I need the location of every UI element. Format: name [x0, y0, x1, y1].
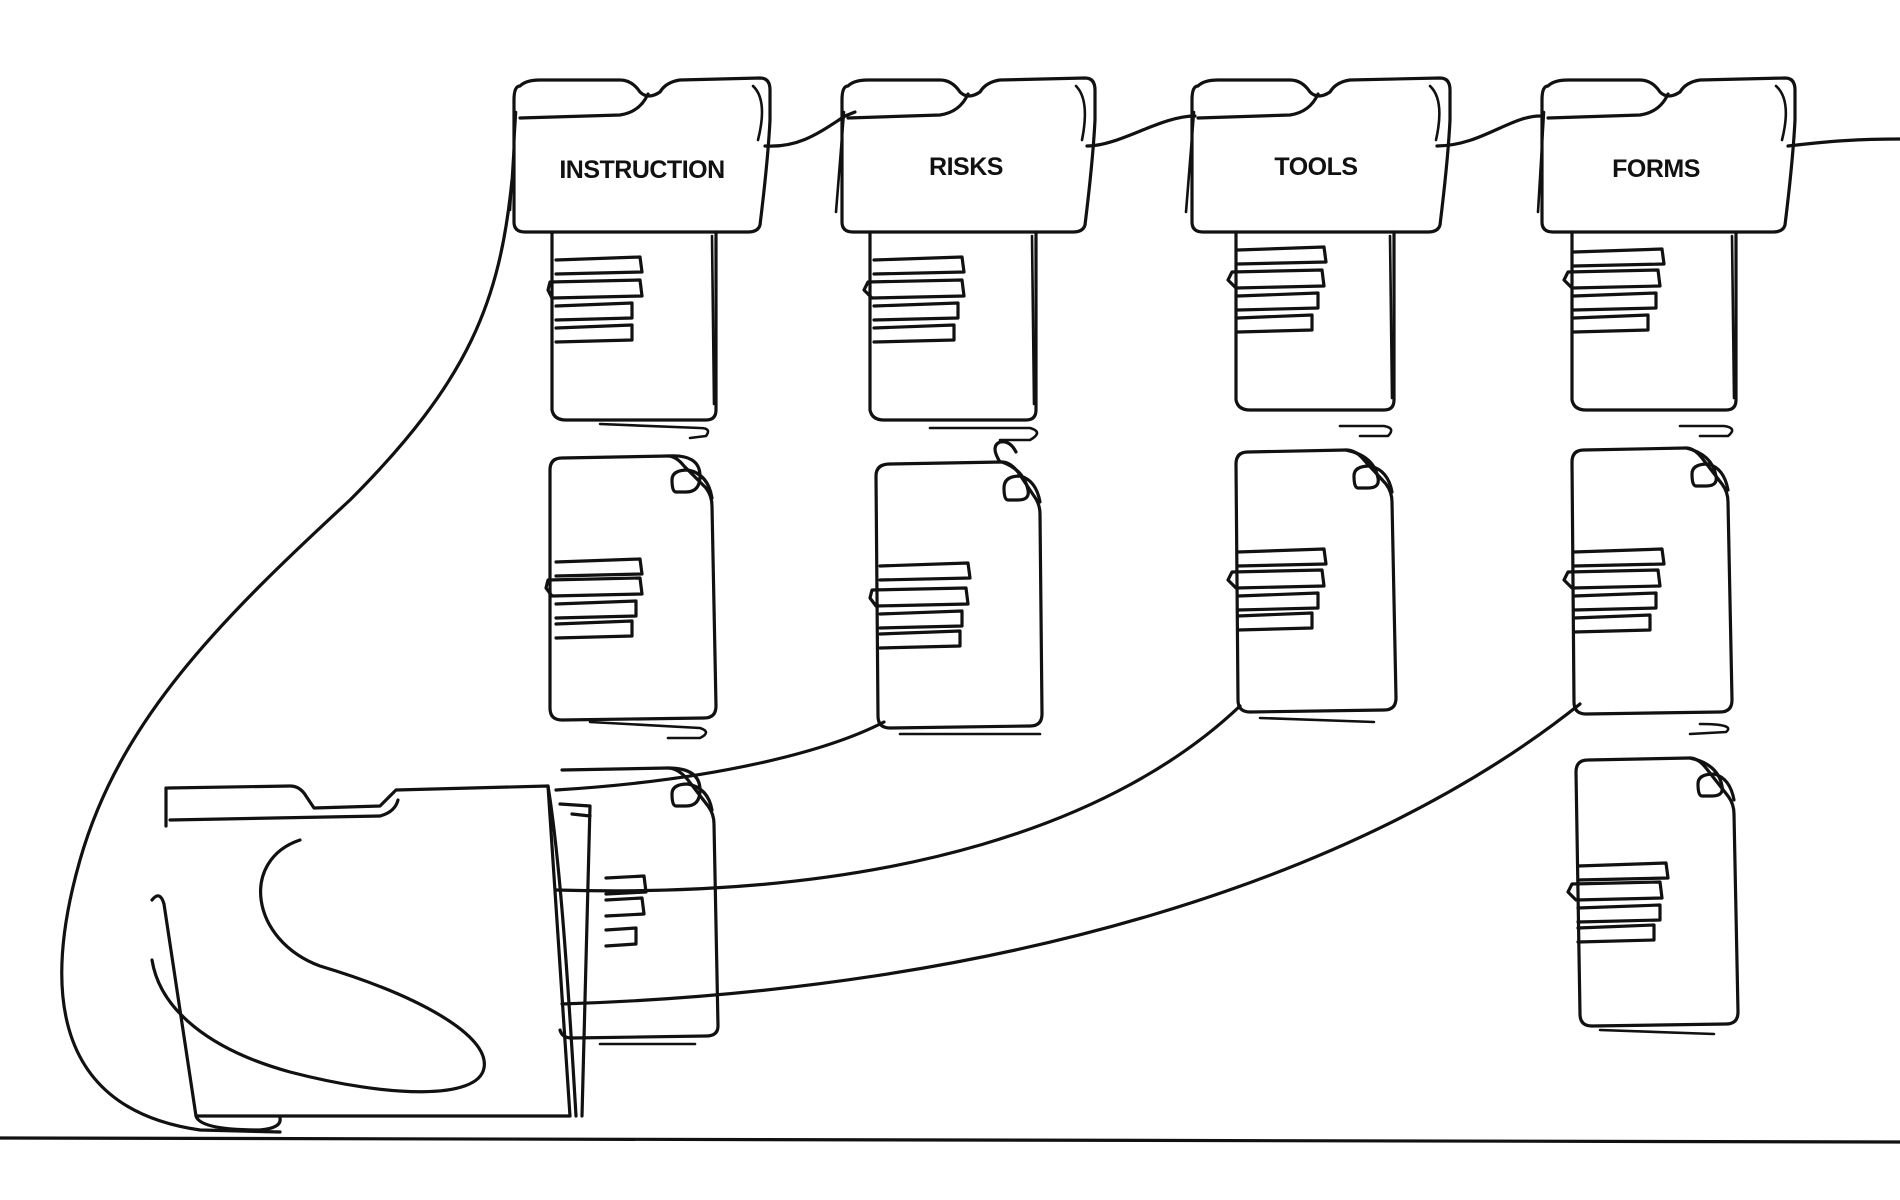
folder-instruction: INSTRUCTION — [508, 76, 772, 234]
folder-icon — [1184, 76, 1452, 234]
document-column-forms — [1562, 230, 1740, 1036]
document-icon — [546, 230, 718, 440]
document-column-tools — [1226, 230, 1398, 724]
document-icon — [868, 440, 1044, 736]
ground-line — [0, 1136, 1900, 1144]
folder-tools: TOOLS — [1184, 76, 1452, 234]
document-column-risks — [862, 230, 1044, 736]
folder-forms: FORMS — [1536, 76, 1797, 234]
folder-label-instruction: INSTRUCTION — [559, 156, 724, 184]
connector-line-top — [763, 110, 1900, 148]
document-icon — [1226, 448, 1398, 724]
folder-icon — [834, 76, 1097, 234]
document-icon — [558, 766, 720, 1046]
folder-label-risks: RISKS — [929, 153, 1003, 181]
document-column-instruction — [544, 230, 720, 1046]
folder-icon — [1536, 76, 1797, 234]
folder-label-forms: FORMS — [1612, 155, 1700, 183]
document-icon — [1562, 446, 1734, 736]
document-icon — [1562, 230, 1738, 438]
document-icon — [544, 454, 718, 740]
document-icon — [1566, 756, 1740, 1036]
folder-risks: RISKS — [834, 76, 1097, 234]
document-icon — [862, 230, 1039, 442]
document-icon — [1226, 230, 1396, 438]
connector-curves — [60, 178, 1582, 1134]
open-folder-icon — [150, 784, 592, 1132]
folder-label-tools: TOOLS — [1274, 153, 1357, 181]
folder-icon — [508, 76, 772, 234]
